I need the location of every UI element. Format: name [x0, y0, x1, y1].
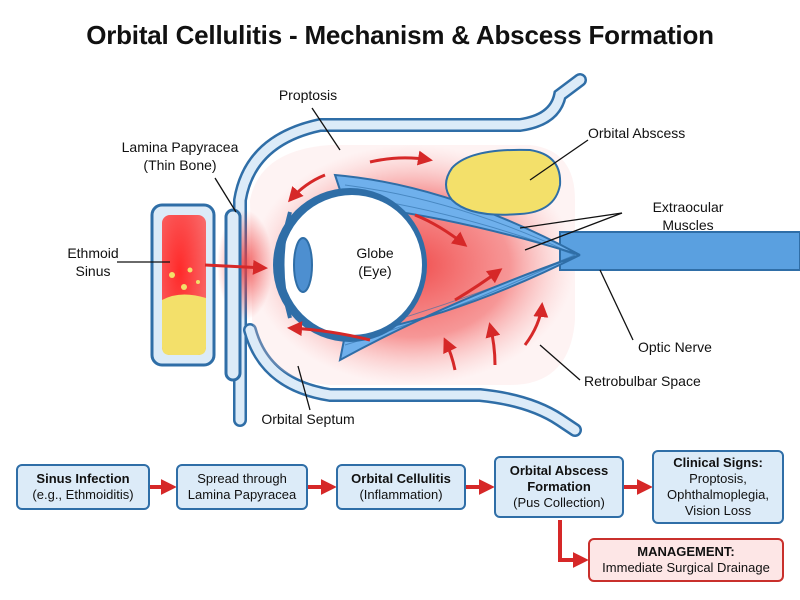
flow-step-spread: Spread through Lamina Papyracea — [176, 464, 308, 510]
flow-step-clinical-signs: Clinical Signs: Proptosis, Ophthalmopleg… — [652, 450, 784, 524]
optic-nerve — [559, 231, 800, 271]
flow-step-orbital-cellulitis: Orbital Cellulitis (Inflammation) — [336, 464, 466, 510]
label-ethmoid-2: Sinus — [75, 263, 110, 279]
flow-step-title-2: Formation — [527, 479, 591, 494]
flow-step-abscess-formation: Orbital Abscess Formation (Pus Collectio… — [494, 456, 624, 518]
label-extraocular-1: Extraocular — [653, 199, 724, 215]
flow-step-sub-3: Vision Loss — [684, 503, 752, 518]
globe — [273, 188, 427, 342]
management-box: MANAGEMENT: Immediate Surgical Drainage — [588, 538, 784, 582]
flow-step-title: Spread through — [197, 471, 287, 486]
flow-step-title: Sinus Infection — [36, 471, 130, 486]
label-optic-nerve: Optic Nerve — [638, 339, 712, 355]
flow-step-sub: (e.g., Ethmoiditis) — [32, 487, 134, 502]
lamina-papyracea — [217, 208, 273, 382]
label-ethmoid-1: Ethmoid — [67, 245, 118, 261]
label-lamina-1: Lamina Papyracea — [122, 139, 239, 155]
flow-step-sub: Lamina Papyracea — [187, 487, 297, 502]
label-lamina-2: (Thin Bone) — [143, 157, 216, 173]
orbital-abscess — [445, 148, 562, 216]
flow-step-sub: (Inflammation) — [359, 487, 443, 502]
ethmoid-sinus — [150, 203, 216, 367]
spread-arrows — [204, 150, 549, 371]
flow-step-sub: Proptosis, — [689, 471, 747, 486]
leader-lines — [117, 107, 634, 411]
label-proptosis: Proptosis — [279, 87, 337, 103]
label-orbital-septum: Orbital Septum — [261, 411, 354, 427]
label-orbital-abscess: Orbital Abscess — [588, 125, 685, 141]
flow-arrows — [150, 479, 653, 568]
orbital-wall — [233, 73, 587, 437]
flow-step-sub-2: Ophthalmoplegia, — [667, 487, 769, 502]
page-title: Orbital Cellulitis - Mechanism & Abscess… — [86, 20, 714, 50]
label-extraocular-2: Muscles — [662, 217, 713, 233]
management-sub: Immediate Surgical Drainage — [602, 560, 770, 575]
label-retrobulbar: Retrobulbar Space — [584, 373, 701, 389]
flow-step-title: Clinical Signs: — [673, 455, 763, 470]
management-title: MANAGEMENT: — [637, 544, 735, 559]
flow-step-sinus-infection: Sinus Infection (e.g., Ethmoiditis) — [16, 464, 150, 510]
flow-step-title: Orbital Abscess — [509, 463, 609, 478]
label-globe-1: Globe — [356, 245, 394, 261]
flow-step-sub: (Pus Collection) — [513, 495, 605, 510]
flow-step-title: Orbital Cellulitis — [351, 471, 451, 486]
label-globe-2: (Eye) — [358, 263, 391, 279]
